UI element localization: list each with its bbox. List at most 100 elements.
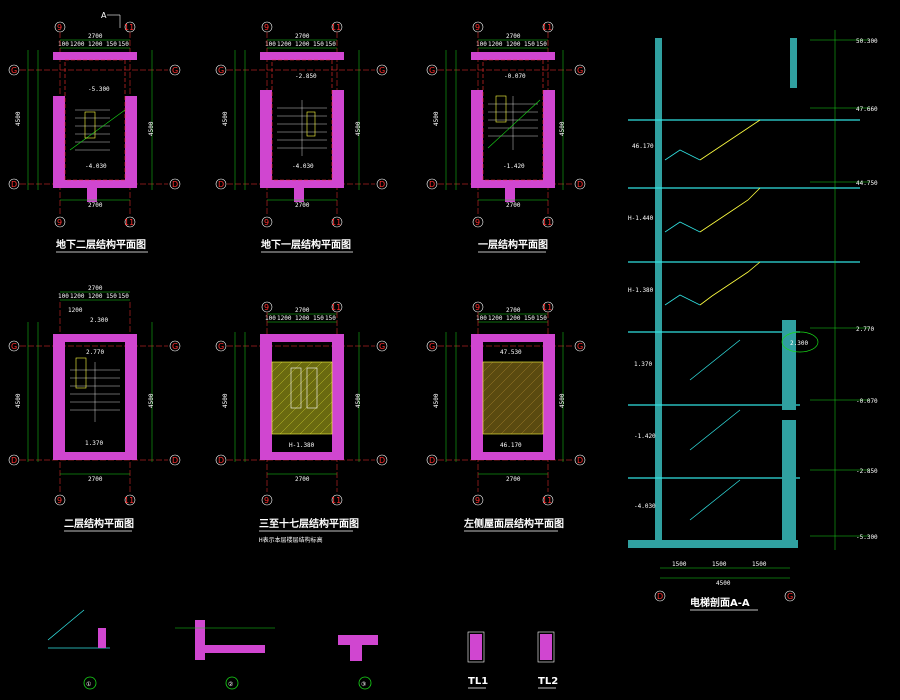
svg-text:4500: 4500 [222,111,229,126]
svg-text:1200: 1200 [277,315,292,322]
svg-text:11: 11 [124,496,134,505]
svg-text:G: G [577,342,583,351]
svg-text:9: 9 [475,303,480,312]
svg-text:150: 150 [106,41,117,48]
plan-3-17f: 2700 100 1200 1200 150 150 9 11 G D G D [215,301,388,544]
svg-text:-0.070: -0.070 [504,73,526,80]
svg-text:2700: 2700 [506,33,521,40]
svg-text:D: D [577,456,583,465]
svg-text:9: 9 [475,218,480,227]
svg-text:左侧屋面层结构平面图: 左侧屋面层结构平面图 [463,517,564,530]
details-row: ① ② ③ TL1 TL2 [47,609,558,690]
svg-text:2700: 2700 [295,476,310,483]
plan-note: H表示本层楼层结构标高 [259,536,323,544]
svg-text:-2.850: -2.850 [295,73,317,80]
elev-top: -5.300 [88,86,110,93]
svg-text:9: 9 [57,218,62,227]
svg-text:1200: 1200 [88,293,103,300]
svg-text:D: D [172,456,178,465]
svg-text:150: 150 [325,41,336,48]
svg-text:2700: 2700 [88,285,103,292]
svg-text:D: D [429,456,435,465]
svg-text:4500: 4500 [222,393,229,408]
svg-text:2700: 2700 [506,476,521,483]
plan-2f: 2700 100 1200 1200 150 150 1200 G D G D … [8,285,181,532]
svg-text:150: 150 [325,315,336,322]
svg-text:11: 11 [331,23,341,32]
svg-text:4500: 4500 [559,393,566,408]
svg-text:2700: 2700 [295,307,310,314]
svg-text:G: G [379,342,385,351]
svg-text:11: 11 [331,218,341,227]
svg-text:G: G [379,66,385,75]
svg-text:46.170: 46.170 [632,143,654,150]
svg-text:11: 11 [331,496,341,505]
svg-text:二层结构平面图: 二层结构平面图 [64,517,134,530]
svg-text:1200: 1200 [68,307,83,314]
plan-roof: 2700 100 1200 1200 150 150 9 11 G D G D [426,301,586,532]
svg-text:9: 9 [264,496,269,505]
svg-text:4500: 4500 [433,111,440,126]
svg-text:2700: 2700 [295,202,310,209]
svg-text:9: 9 [264,303,269,312]
svg-text:2700: 2700 [88,202,103,209]
svg-text:11: 11 [124,23,134,32]
tl1-label: TL1 [468,676,488,687]
svg-text:4500: 4500 [148,393,155,408]
svg-text:D: D [218,180,224,189]
svg-text:H-1.440: H-1.440 [628,215,654,222]
section-title: 电梯剖面A-A [690,596,750,609]
svg-text:150: 150 [118,293,129,300]
svg-text:150: 150 [536,315,547,322]
svg-text:150: 150 [313,315,324,322]
plan-b1: 2700 100 1200 1200 150 150 9 11 G D G D [215,21,388,253]
svg-text:11: 11 [124,218,134,227]
svg-text:4500: 4500 [433,393,440,408]
svg-text:9: 9 [57,23,62,32]
svg-text:2700: 2700 [88,476,103,483]
level-1: 50.300 [856,38,878,45]
svg-text:G: G [11,342,17,351]
svg-text:1200: 1200 [506,41,521,48]
level-4: 2.770 [856,326,874,333]
detail-1-label: ① [86,681,91,688]
callout-elev: 2.300 [790,340,808,347]
svg-text:100: 100 [58,41,69,48]
top-dim: 2700 [88,33,103,40]
svg-text:G: G [218,66,224,75]
svg-text:150: 150 [106,293,117,300]
svg-text:G: G [172,342,178,351]
svg-text:9: 9 [475,496,480,505]
svg-text:G: G [429,342,435,351]
svg-text:150: 150 [524,41,535,48]
svg-text:9: 9 [57,496,62,505]
svg-text:-4.030: -4.030 [634,503,656,510]
svg-text:D: D [218,456,224,465]
plan-1f: 2700 100 1200 1200 150 150 9 11 G D G D [426,21,586,253]
section-mark: A [101,11,107,20]
svg-text:H-1.380: H-1.380 [289,442,315,449]
svg-text:1200: 1200 [295,315,310,322]
svg-text:地下一层结构平面图: 地下一层结构平面图 [261,238,351,251]
svg-text:G: G [577,66,583,75]
svg-text:-1.420: -1.420 [634,433,656,440]
svg-text:D: D [429,180,435,189]
svg-text:D: D [11,456,17,465]
svg-text:1500: 1500 [712,561,727,568]
svg-text:4500: 4500 [716,580,731,587]
elev-bot: -4.030 [85,163,107,170]
level-3: 44.750 [856,180,878,187]
svg-text:D: D [577,180,583,189]
level-6: -2.850 [856,468,878,475]
svg-text:1500: 1500 [752,561,767,568]
plan-title: 地下二层结构平面图 [56,238,146,251]
svg-text:1.370: 1.370 [634,361,652,368]
tl2-label: TL2 [538,676,558,687]
plan-b2: A 2700 100 1200 1200 150 150 9 11 G D G … [8,11,181,253]
svg-text:100: 100 [265,315,276,322]
svg-text:11: 11 [542,218,552,227]
svg-text:100: 100 [476,41,487,48]
svg-text:-4.030: -4.030 [292,163,314,170]
svg-text:2700: 2700 [506,202,521,209]
detail-2-label: ② [228,681,233,688]
